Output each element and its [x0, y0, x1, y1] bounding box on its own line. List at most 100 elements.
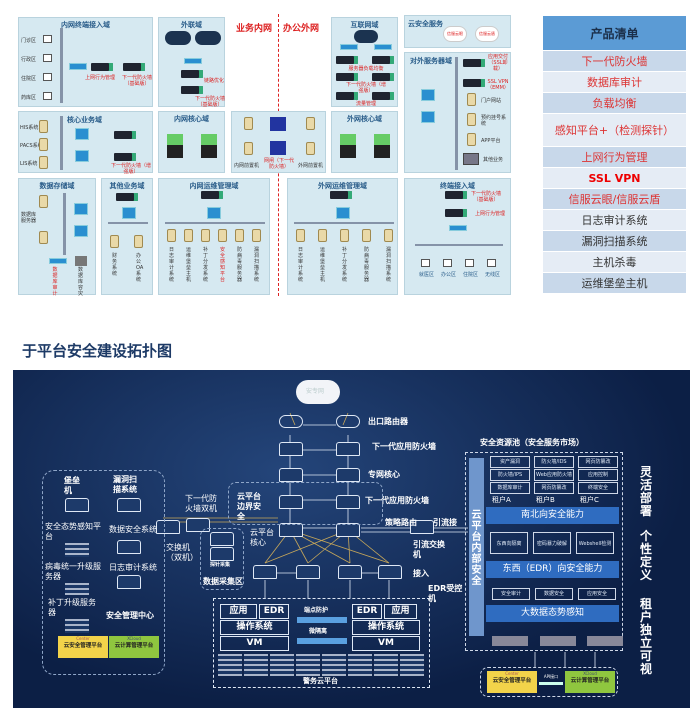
- zone-gatekeeper: 内网前置机 网闸（下一代防火墙） 外网前置机: [231, 111, 326, 173]
- police-cloud-platform: [213, 598, 430, 688]
- vm-app-block: 应用: [220, 604, 257, 619]
- cloud-compute-mgmt-platform: XCloud 云计算管理平台: [109, 636, 159, 658]
- server-icon: [39, 156, 48, 169]
- pc-icon: [43, 92, 52, 100]
- server-icon: [244, 117, 253, 130]
- diversion-switch-icon: [410, 520, 434, 534]
- device-label: 办公OA系统: [136, 253, 144, 283]
- pool-cell: Web应用防火墙: [534, 469, 574, 481]
- device-label: 服务器负载均衡: [348, 66, 384, 72]
- switch-icon: [122, 207, 136, 219]
- api-link: API接口: [539, 674, 563, 685]
- zone-external-link: 外联域 链路优化 下一代防火墙（基础版）: [158, 17, 225, 108]
- app-delivery-icon: [463, 59, 485, 67]
- security-mgmt-center: [42, 470, 165, 675]
- firewall-icon: [330, 191, 352, 199]
- product-item: 数据库审计: [543, 71, 686, 92]
- vm-edr-block: EDR: [352, 604, 382, 619]
- firewall-icon: [201, 191, 223, 199]
- side-text-custom: 个性定义: [639, 529, 652, 582]
- device-label: SSL VPN（EMM）: [487, 79, 509, 91]
- product-item: 日志审计系统: [543, 209, 686, 230]
- pc-icon: [443, 259, 452, 267]
- label-probe: 探针采集: [210, 562, 231, 568]
- ops-system-label: 防病毒服务器: [237, 247, 243, 283]
- zone-terminal-access: 终端接入域 下一代防火墙（基础版） 上网行为管理 就医区 办公区 住院区 无线区: [404, 178, 511, 295]
- pool-cell: 数据库审计: [490, 482, 530, 494]
- server-icon: [318, 229, 327, 242]
- tenant-label: 租户B: [536, 496, 555, 504]
- bottom-title: 于平台安全建设拓扑图: [22, 342, 173, 360]
- cloud-icon: [354, 30, 378, 43]
- device-label: 外网前置机: [298, 163, 324, 169]
- server-icon: [218, 229, 227, 242]
- vuln-scan-icon: [117, 498, 141, 512]
- product-item: 负载均衡: [543, 92, 686, 113]
- server-rack-icon: [270, 654, 294, 676]
- switch-icon: [184, 58, 202, 64]
- label-micro-isolation: 微隔离: [309, 628, 328, 635]
- product-item: SSL VPN: [543, 167, 686, 188]
- ops-system-label: 漏洞扫描系统: [254, 247, 260, 283]
- probe-icon: [210, 547, 234, 561]
- zone-extranet-core: 外网核心域: [331, 111, 398, 173]
- switch-icon: [336, 207, 350, 219]
- device-label: 流量管理: [355, 101, 376, 107]
- label-vuln-scan: 漏洞扫描系统: [113, 475, 137, 494]
- label-ngafw: 下一代应用防火墙: [365, 496, 429, 505]
- boundary-zone: [228, 482, 383, 525]
- bus: [60, 28, 63, 103]
- label-cloud-core: 云平台核心: [250, 528, 274, 547]
- cloud-internal-security-bar: [469, 458, 484, 636]
- server-icon: [467, 133, 476, 146]
- firewall-icon: [114, 153, 136, 161]
- pool-cell: 网页防篡改: [578, 456, 618, 468]
- server-icon: [252, 229, 261, 242]
- load-balancer-icon: [336, 56, 358, 64]
- pc-icon: [465, 259, 474, 267]
- server-icon: [39, 138, 48, 151]
- access-switch-icon: [378, 565, 402, 579]
- core-switch-icon: [279, 468, 303, 482]
- vm-block: VM: [352, 636, 420, 651]
- probe-icon: [210, 532, 234, 546]
- firewall-icon: [372, 73, 394, 81]
- label-bastion: 堡垒机: [64, 476, 80, 495]
- server-icon: [134, 235, 143, 248]
- bus: [294, 222, 394, 224]
- device-label: 数据库服务器: [21, 212, 37, 224]
- server-icon: [467, 113, 476, 126]
- device-label: 财务系统: [112, 253, 118, 277]
- label-virus-update: 病毒统一升级服务器: [45, 562, 101, 581]
- product-item: 主机杀毒: [543, 251, 686, 272]
- vpn-icon: [463, 79, 485, 87]
- label-patch-server: 补丁升级服务器: [48, 598, 96, 617]
- server-icon: [110, 235, 119, 248]
- zone-external-server: 对外服务器域 应用交付（SSL卸载） SSL VPN（EMM） 门户网站 预约挂…: [404, 52, 511, 173]
- server-rack-icon: [322, 654, 346, 676]
- area-label: 办公区: [441, 272, 457, 278]
- side-text-flexible: 灵活部署: [639, 465, 652, 518]
- bastion-icon: [65, 498, 89, 512]
- gatekeeper-icon: [270, 117, 286, 131]
- mgmt-platform-group: [480, 667, 618, 697]
- switch-icon: [75, 150, 89, 162]
- bigdata-band: 大数据态势感知: [486, 605, 619, 622]
- switch-icon: [421, 89, 435, 101]
- switch-icon: [74, 203, 88, 215]
- pool-cell: 终端安全: [578, 482, 618, 494]
- server-icon: [235, 229, 244, 242]
- ops-system-label: 安全感知平台: [220, 247, 226, 283]
- label-access: 接入: [413, 569, 429, 578]
- zone-internet: 互联网域 服务器负载均衡 下一代防火墙（增强版） 流量管理: [331, 17, 398, 107]
- device-label: 门户网站: [481, 98, 502, 104]
- core-switch-icon: [374, 134, 390, 158]
- switch-icon: [374, 44, 392, 50]
- server-rack-icon: [65, 543, 89, 557]
- ops-system-label: 日志审计系统: [169, 247, 175, 283]
- access-switch-icon: [338, 565, 362, 579]
- zone-core-business: 核心业务域 HIS系统 PACS系统 LIS系统 下一代防火墙（增强版）: [18, 111, 153, 175]
- product-item: 信服云眼/信服云盾: [543, 188, 686, 209]
- product-item: 漏洞扫描系统: [543, 230, 686, 251]
